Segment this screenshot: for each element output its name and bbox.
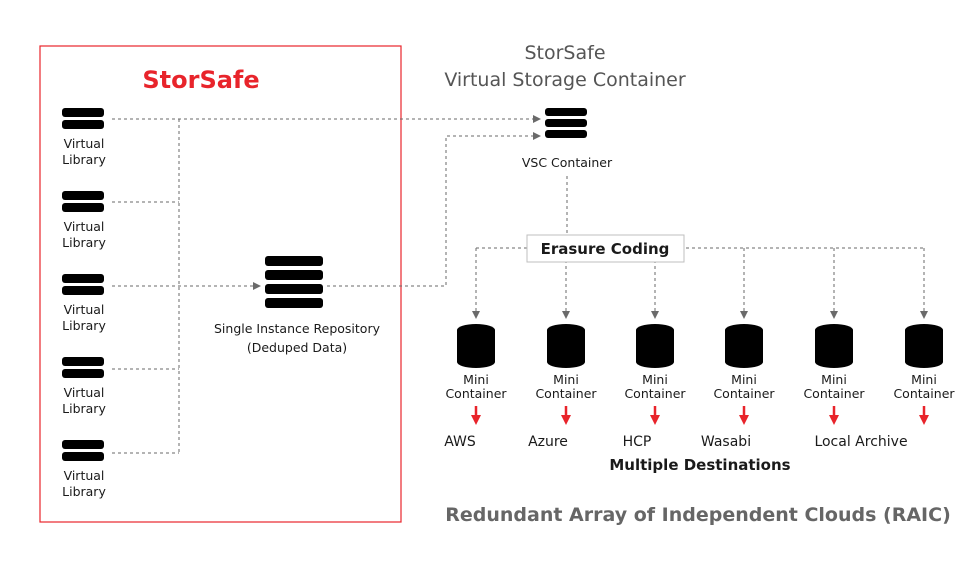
svg-text:Mini: Mini <box>642 372 668 387</box>
database-icon <box>815 324 853 368</box>
svg-text:Library: Library <box>62 152 106 167</box>
destination-local-archive: Local Archive <box>814 434 907 450</box>
destination-aws: AWS <box>444 434 476 450</box>
destination-wasabi: Wasabi <box>701 434 751 450</box>
svg-text:VSC Container: VSC Container <box>522 155 613 170</box>
svg-text:Mini: Mini <box>731 372 757 387</box>
svg-text:Virtual: Virtual <box>64 136 105 151</box>
virtual-library-3: Virtual Library <box>62 274 106 333</box>
virtual-library-2: Virtual Library <box>62 191 106 250</box>
server-icon <box>62 357 104 378</box>
svg-text:Container: Container <box>893 386 955 401</box>
mini-container-1: Mini Container <box>445 324 507 425</box>
mini-container-5: Mini Container <box>803 324 865 425</box>
mini-container-2: Mini Container <box>535 324 597 425</box>
svg-text:Mini: Mini <box>553 372 579 387</box>
svg-text:Container: Container <box>624 386 686 401</box>
mini-container-3: Mini Container <box>624 324 686 425</box>
virtual-library-4: Virtual Library <box>62 357 106 416</box>
svg-text:Mini: Mini <box>911 372 937 387</box>
svg-text:Mini: Mini <box>463 372 489 387</box>
database-icon <box>457 324 495 368</box>
database-icon <box>636 324 674 368</box>
server-icon <box>62 191 104 212</box>
svg-text:Container: Container <box>713 386 775 401</box>
storsafe-brand: StorSafe <box>142 66 259 94</box>
multiple-destinations-label: Multiple Destinations <box>609 456 790 474</box>
database-icon <box>547 324 585 368</box>
virtual-library-1: Virtual Library <box>62 108 106 167</box>
svg-text:Virtual: Virtual <box>64 385 105 400</box>
svg-text:Erasure Coding: Erasure Coding <box>541 240 670 258</box>
title-line1: StorSafe <box>524 42 605 64</box>
raic-caption: Redundant Array of Independent Clouds (R… <box>445 504 951 526</box>
storsafe-boundary <box>39 45 402 523</box>
svg-text:Library: Library <box>62 484 106 499</box>
single-instance-repository: Single Instance Repository (Deduped Data… <box>214 256 381 355</box>
mini-container-4: Mini Container <box>713 324 775 425</box>
server-icon <box>62 440 104 461</box>
erasure-coding-box: Erasure Coding <box>526 234 685 263</box>
title-line2: Virtual Storage Container <box>444 69 686 91</box>
svg-text:Virtual: Virtual <box>64 302 105 317</box>
svg-text:Virtual: Virtual <box>64 468 105 483</box>
virtual-library-5: Virtual Library <box>62 440 106 499</box>
svg-text:Container: Container <box>535 386 597 401</box>
server-icon <box>62 108 104 129</box>
database-icon <box>725 324 763 368</box>
svg-text:Single Instance Repository: Single Instance Repository <box>214 321 381 336</box>
library-connectors <box>112 115 541 454</box>
svg-text:Library: Library <box>62 235 106 250</box>
svg-text:Mini: Mini <box>821 372 847 387</box>
server-icon <box>265 256 323 308</box>
vsc-container: VSC Container <box>522 108 613 170</box>
database-icon <box>905 324 943 368</box>
mini-container-6: Mini Container <box>893 324 955 425</box>
destination-hcp: HCP <box>623 434 652 450</box>
destination-azure: Azure <box>528 434 568 450</box>
svg-text:Library: Library <box>62 318 106 333</box>
svg-text:Library: Library <box>62 401 106 416</box>
repository-to-vsc-connector <box>327 132 541 287</box>
svg-text:(Deduped Data): (Deduped Data) <box>247 340 347 355</box>
server-icon <box>62 274 104 295</box>
svg-text:Container: Container <box>445 386 507 401</box>
server-icon <box>545 108 587 138</box>
svg-text:Container: Container <box>803 386 865 401</box>
svg-text:Virtual: Virtual <box>64 219 105 234</box>
